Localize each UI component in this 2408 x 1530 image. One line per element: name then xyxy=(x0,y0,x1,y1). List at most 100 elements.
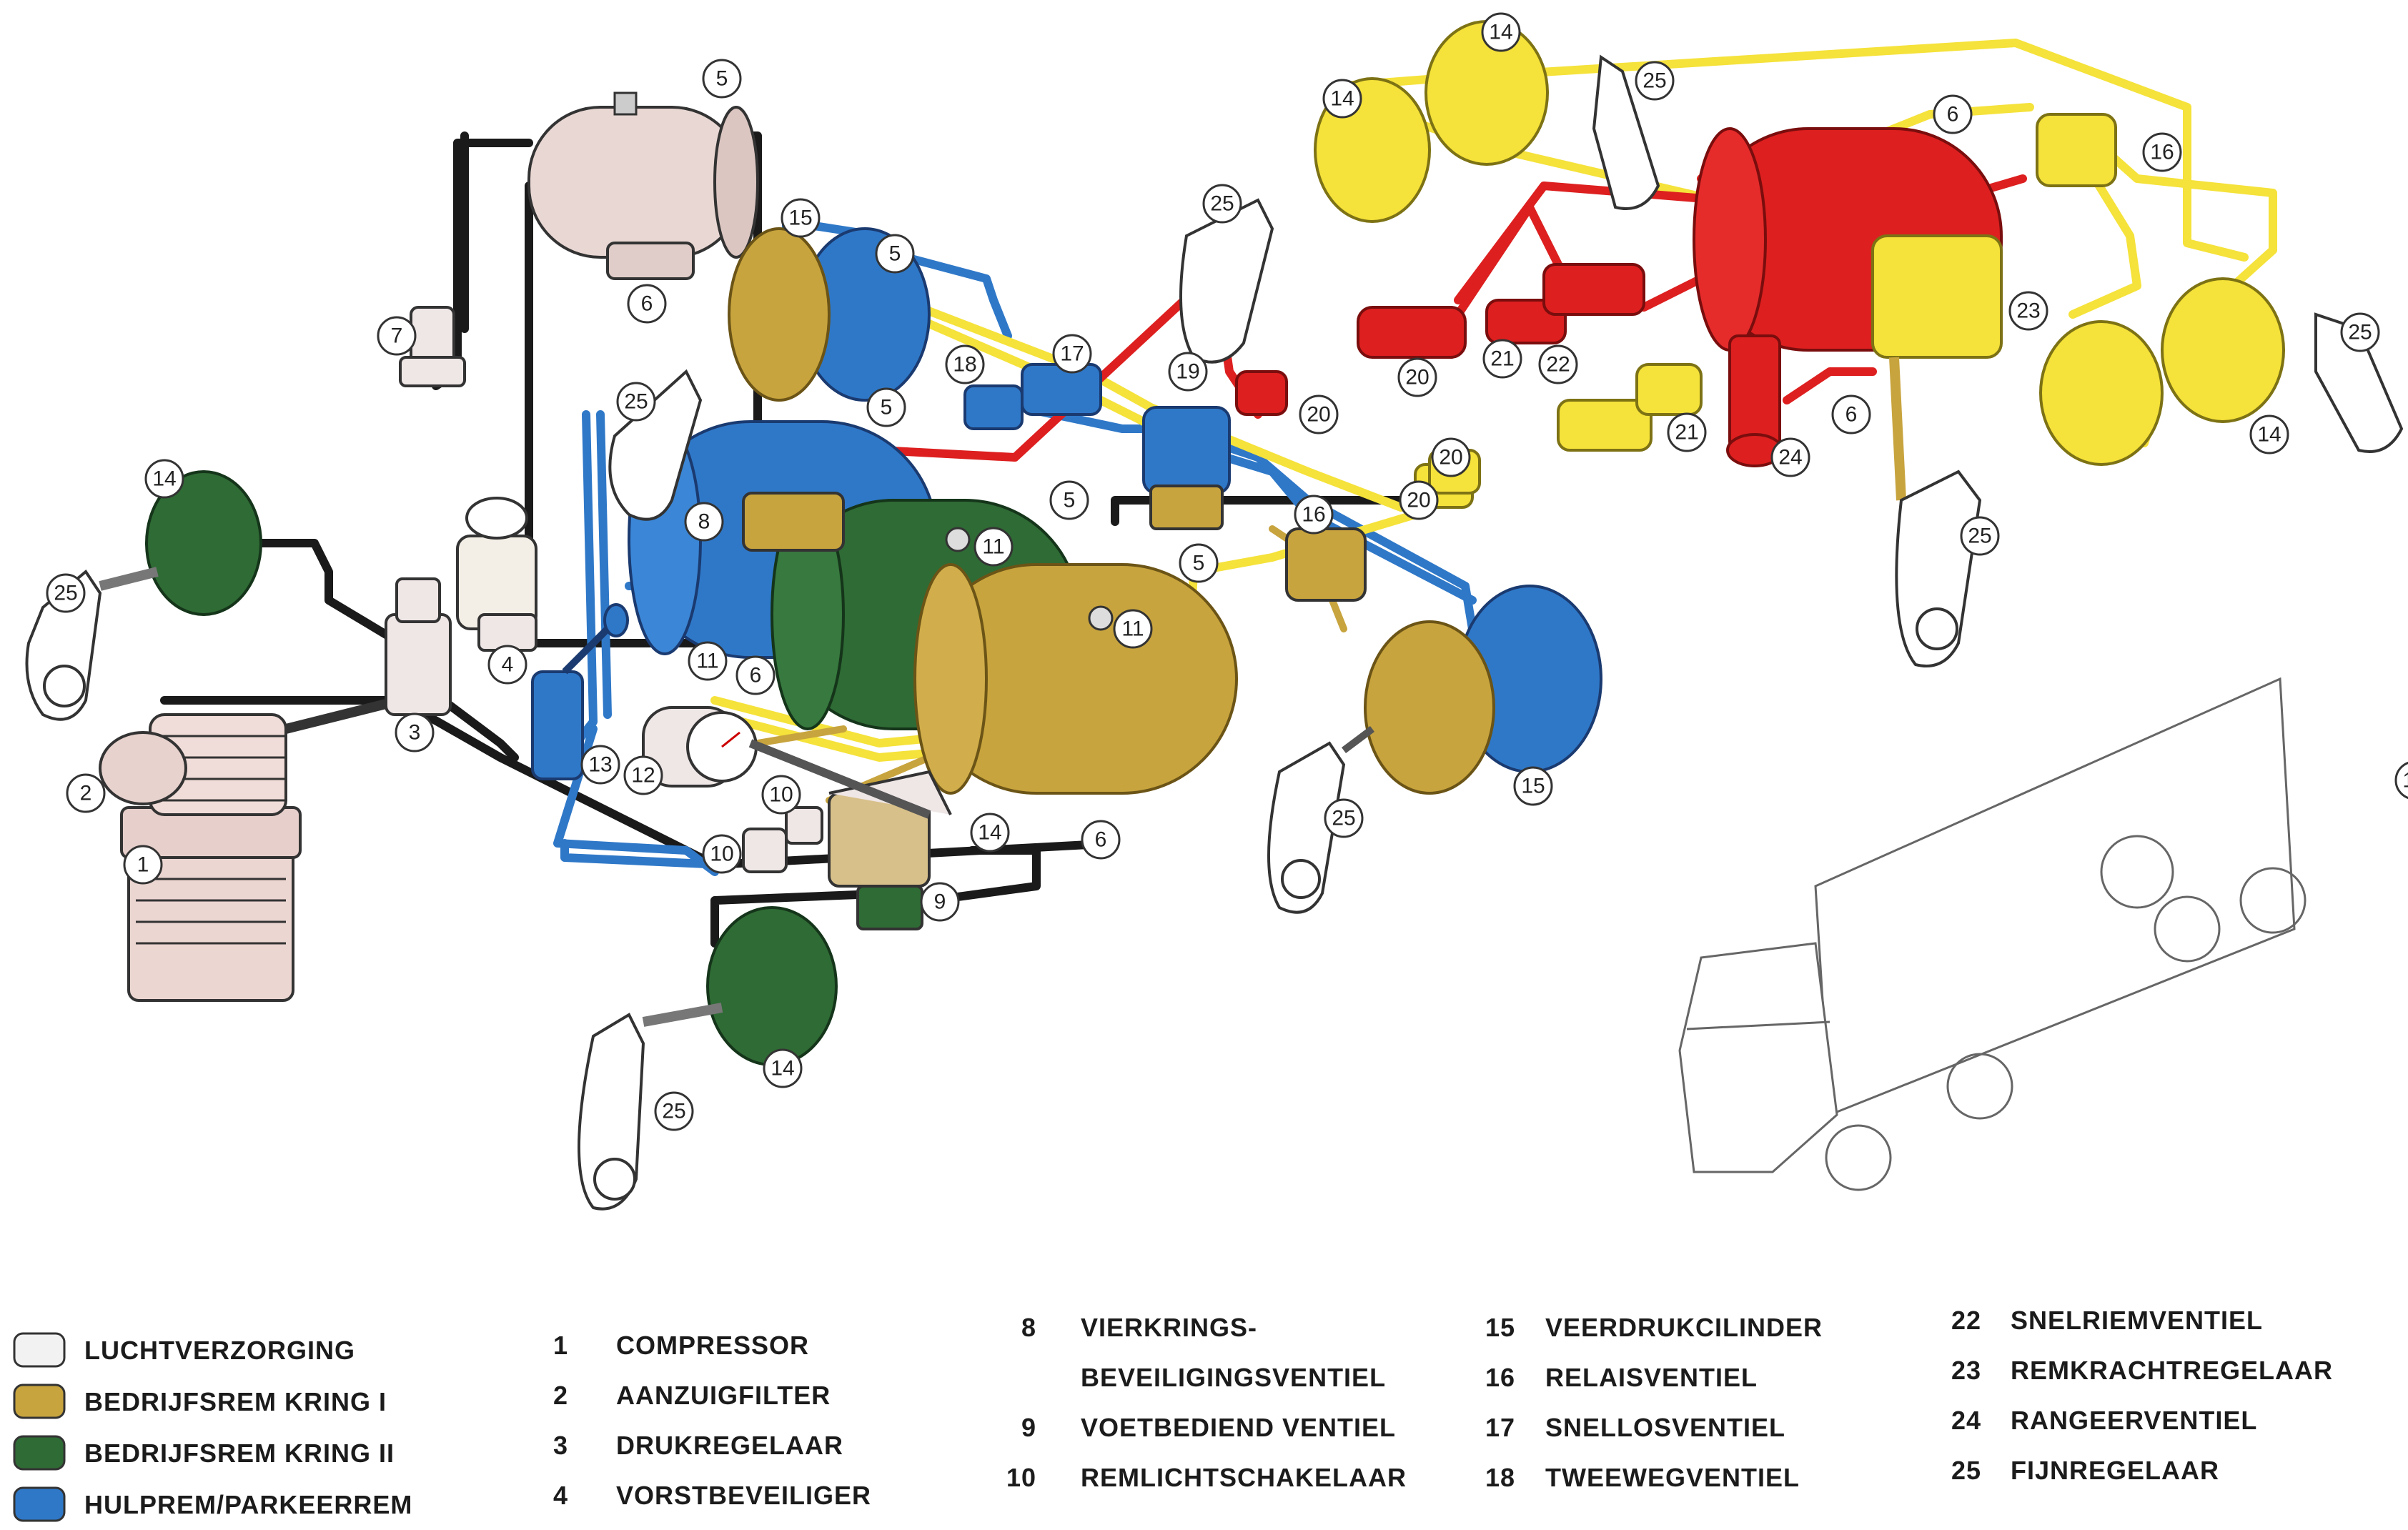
callout-5: 5 xyxy=(875,234,915,274)
callout-number: 14 xyxy=(1489,21,1512,44)
legend-color-label: HULPREM/PARKEERREM xyxy=(84,1490,412,1519)
callout-11: 11 xyxy=(688,641,728,681)
callout-number: 14 xyxy=(152,467,176,491)
legend-color-label: BEDRIJFSREM KRING I xyxy=(84,1387,387,1416)
callout-10: 10 xyxy=(702,834,742,874)
callout-25: 25 xyxy=(1324,798,1364,838)
callout-13: 13 xyxy=(580,745,620,785)
trailer-brake-chambers xyxy=(1314,20,2285,466)
legend-color-item: BEDRIJFSREM KRING II xyxy=(13,1435,395,1471)
callout-25: 25 xyxy=(1635,61,1675,101)
legend-color-item: HULPREM/PARKEERREM xyxy=(13,1486,412,1522)
callout-number: 20 xyxy=(1405,366,1429,389)
callout-number: 9 xyxy=(934,890,946,914)
legend-part-name: VIERKRINGS- xyxy=(1081,1313,1257,1342)
callout-14: 14 xyxy=(763,1048,803,1088)
truck-illustration xyxy=(1678,677,2307,1191)
callout-5: 5 xyxy=(702,59,742,99)
load-sensing-valve xyxy=(1871,234,2003,501)
supply-reservoir xyxy=(527,91,759,280)
legend-part-number: 8 xyxy=(1021,1313,1036,1342)
callout-6: 6 xyxy=(1081,820,1121,860)
hand-brake-valve xyxy=(531,603,629,780)
intake-filter xyxy=(99,695,402,805)
callout-21: 21 xyxy=(1482,339,1522,379)
callout-12: 12 xyxy=(623,755,663,795)
callout-number: 14 xyxy=(771,1057,794,1081)
callout-number: 10 xyxy=(769,783,793,807)
callout-number: 5 xyxy=(716,67,728,91)
legend-part-name: SNELLOSVENTIEL xyxy=(1545,1413,1785,1442)
legend-part-number: 10 xyxy=(1006,1463,1036,1492)
spring-brake-cylinder-rear-right xyxy=(1342,585,1602,795)
four-circuit-protection-valve xyxy=(742,492,845,552)
legend-part-name: REMKRACHTREGELAAR xyxy=(2011,1356,2333,1385)
callout-19: 19 xyxy=(1168,352,1208,392)
callout-number: 25 xyxy=(624,390,648,414)
brake-light-switch xyxy=(742,806,823,873)
legend-swatch xyxy=(13,1384,66,1419)
legend-part-number: 16 xyxy=(1485,1363,1515,1392)
callout-6: 6 xyxy=(735,655,776,695)
callout-2: 2 xyxy=(66,773,106,813)
callout-number: 21 xyxy=(1490,347,1514,371)
callout-number: 7 xyxy=(391,324,403,348)
callout-14: 14 xyxy=(970,813,1010,853)
callout-number: 15 xyxy=(1521,775,1545,798)
two-way-valve xyxy=(963,384,1024,430)
callout-number: 21 xyxy=(1675,421,1698,444)
legend-color-item: BEDRIJFSREM KRING I xyxy=(13,1384,387,1419)
callout-14: 14 xyxy=(144,459,184,499)
air-lines xyxy=(160,39,2277,948)
legend-part-item: 17 SNELLOSVENTIEL xyxy=(1485,1413,1785,1442)
legend-part-number: 18 xyxy=(1485,1463,1515,1492)
callout-20: 20 xyxy=(1399,480,1439,520)
legend-part-name: BEVEILIGINGSVENTIEL xyxy=(1081,1363,1386,1392)
callout-number: 20 xyxy=(1307,403,1330,427)
legend-part-item: 8 VIERKRINGS- xyxy=(1021,1313,1257,1342)
callout-number: 25 xyxy=(54,582,77,605)
callout-number: 19 xyxy=(1176,360,1199,384)
callout-20: 20 xyxy=(1397,357,1437,397)
callout-number: 25 xyxy=(1332,807,1355,830)
callout-number: 14 xyxy=(2402,769,2408,793)
spring-brake-cylinder-rear-left xyxy=(728,227,931,402)
callout-5: 5 xyxy=(1049,480,1089,520)
service-brake-1-reservoir xyxy=(913,563,1238,795)
brake-chamber-front-left xyxy=(99,470,262,616)
callout-15: 15 xyxy=(781,198,821,238)
legend-part-number: 17 xyxy=(1485,1413,1515,1442)
callout-25: 25 xyxy=(1960,516,2000,556)
legend-part-name: VOETBEDIEND VENTIEL xyxy=(1081,1413,1396,1442)
legend-color-label: BEDRIJFSREM KRING II xyxy=(84,1439,395,1468)
legend-part-number: 24 xyxy=(1951,1406,1981,1435)
callout-number: 5 xyxy=(881,396,893,419)
legend-part-number: 2 xyxy=(553,1381,568,1410)
callout-number: 5 xyxy=(1064,489,1076,512)
coupling-head-red-tractor xyxy=(1235,370,1288,416)
brake-chamber-front-right xyxy=(642,906,838,1066)
callout-number: 6 xyxy=(1095,828,1107,852)
callout-16: 16 xyxy=(2142,132,2182,172)
callout-6: 6 xyxy=(1933,94,1973,134)
callout-number: 10 xyxy=(710,843,733,866)
trailer-slack-adjusters xyxy=(1179,54,2404,667)
callout-14: 14 xyxy=(1481,12,1521,52)
callout-number: 6 xyxy=(750,664,762,687)
callout-number: 6 xyxy=(641,292,653,316)
callout-number: 16 xyxy=(2150,141,2174,164)
legend-part-number: 3 xyxy=(553,1431,568,1460)
